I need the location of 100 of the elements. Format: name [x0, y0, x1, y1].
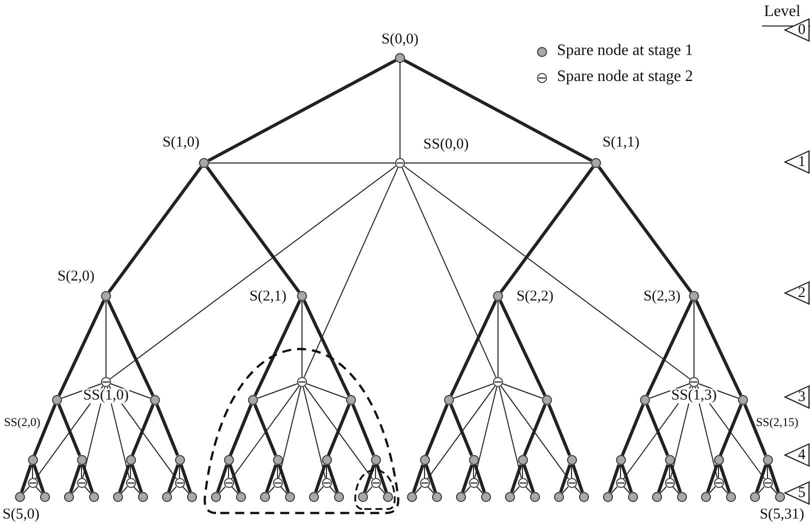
stage-two-spare-node: [714, 478, 724, 488]
tree-node: [677, 492, 687, 502]
tree-link: [82, 464, 94, 493]
tree-node: [579, 492, 589, 502]
tree-link: [363, 464, 376, 493]
spare-link: [277, 464, 278, 478]
tree-link: [180, 464, 192, 493]
spare-link: [22, 486, 30, 494]
tree-node: [505, 492, 515, 502]
tree-link: [278, 464, 290, 493]
spare-link: [278, 386, 302, 479]
spare-link: [562, 486, 569, 494]
tree-node: [701, 492, 711, 502]
spare-link: [230, 386, 300, 480]
spare-link: [326, 464, 327, 478]
tree-link: [118, 464, 130, 493]
tree-node: [726, 492, 736, 502]
spare-link: [708, 486, 716, 494]
stage-two-spare-node: [126, 478, 136, 488]
tree-link: [58, 300, 106, 396]
tree-node: [150, 395, 160, 405]
tree-link: [108, 166, 202, 293]
level-marker: 0: [784, 18, 810, 42]
tree-link: [32, 464, 45, 493]
tree-link: [694, 300, 742, 396]
spare-link: [120, 486, 128, 494]
spare-link: [402, 167, 496, 378]
spare-link: [130, 464, 131, 478]
tree-node: [468, 455, 478, 465]
tree-link: [424, 404, 449, 456]
spare-link: [758, 486, 765, 494]
tree-node: [518, 455, 528, 465]
spare-link: [721, 486, 728, 494]
spare-link: [649, 383, 690, 399]
tree-node: [750, 492, 760, 502]
node-label: S(1,0): [161, 136, 201, 150]
spare-link: [170, 486, 177, 494]
tree-link: [167, 464, 180, 493]
stage-two-spare-node: [224, 478, 234, 488]
node-label: S(0,0): [380, 32, 420, 48]
tree-link: [326, 464, 339, 493]
tree-node: [738, 395, 748, 405]
tree-node: [542, 395, 552, 405]
tree-link: [254, 300, 302, 396]
tree-node: [481, 492, 491, 502]
spare-link: [404, 165, 690, 380]
tree-node: [211, 492, 221, 502]
spare-link: [304, 386, 374, 480]
tree-node: [52, 395, 62, 405]
stage-two-spare-node: [272, 478, 282, 488]
spare-link: [133, 486, 140, 494]
tree-node: [162, 492, 172, 502]
stage-two-spare-node: [76, 478, 86, 488]
tree-link: [206, 166, 300, 293]
tree-link: [718, 404, 743, 456]
spare-node-label: SS(2,15): [756, 414, 798, 430]
spare-link: [404, 162, 592, 164]
stage-two-spare-node: [322, 478, 332, 488]
level-marker: 3: [784, 385, 810, 409]
tree-link: [155, 404, 180, 456]
spare-link: [473, 464, 474, 478]
node-label: S(2,1): [248, 290, 288, 304]
tree-node: [664, 455, 674, 465]
tree-node: [530, 492, 540, 502]
tree-link: [522, 464, 535, 493]
tree-node: [762, 455, 772, 465]
spare-link: [257, 383, 298, 399]
spare-link: [464, 486, 471, 494]
spare-link: [218, 486, 226, 494]
spare-link: [268, 486, 275, 494]
tree-link: [645, 404, 670, 456]
tree-link: [253, 404, 278, 456]
tree-link: [670, 464, 682, 493]
tree-node: [616, 455, 626, 465]
node-label: S(2,3): [642, 290, 682, 304]
spare-link: [669, 464, 670, 478]
node-label: S(2,2): [515, 290, 555, 304]
spare-link: [316, 486, 324, 494]
tree-node: [334, 492, 344, 502]
tree-link: [768, 464, 780, 493]
tree-link: [314, 464, 326, 493]
spare-link: [182, 486, 190, 494]
tree-node: [603, 492, 613, 502]
tree-link: [351, 404, 376, 456]
spare-link: [770, 486, 778, 494]
tree-link: [130, 404, 155, 456]
tree-node: [628, 492, 638, 502]
stage-two-spare-node: [370, 478, 380, 488]
tree-node: [370, 455, 380, 465]
spare-link: [84, 486, 92, 494]
node-label: SS(1,0): [82, 388, 130, 404]
spare-link: [231, 486, 238, 494]
node-label: S(1,1): [601, 136, 641, 150]
spare-link: [72, 486, 79, 494]
spare-link: [329, 486, 336, 494]
stage-two-spare-node: [420, 478, 430, 488]
stage-two-spare-node: [28, 478, 38, 488]
tree-node: [89, 492, 99, 502]
tree-node: [358, 492, 368, 502]
tree-link: [424, 464, 437, 493]
